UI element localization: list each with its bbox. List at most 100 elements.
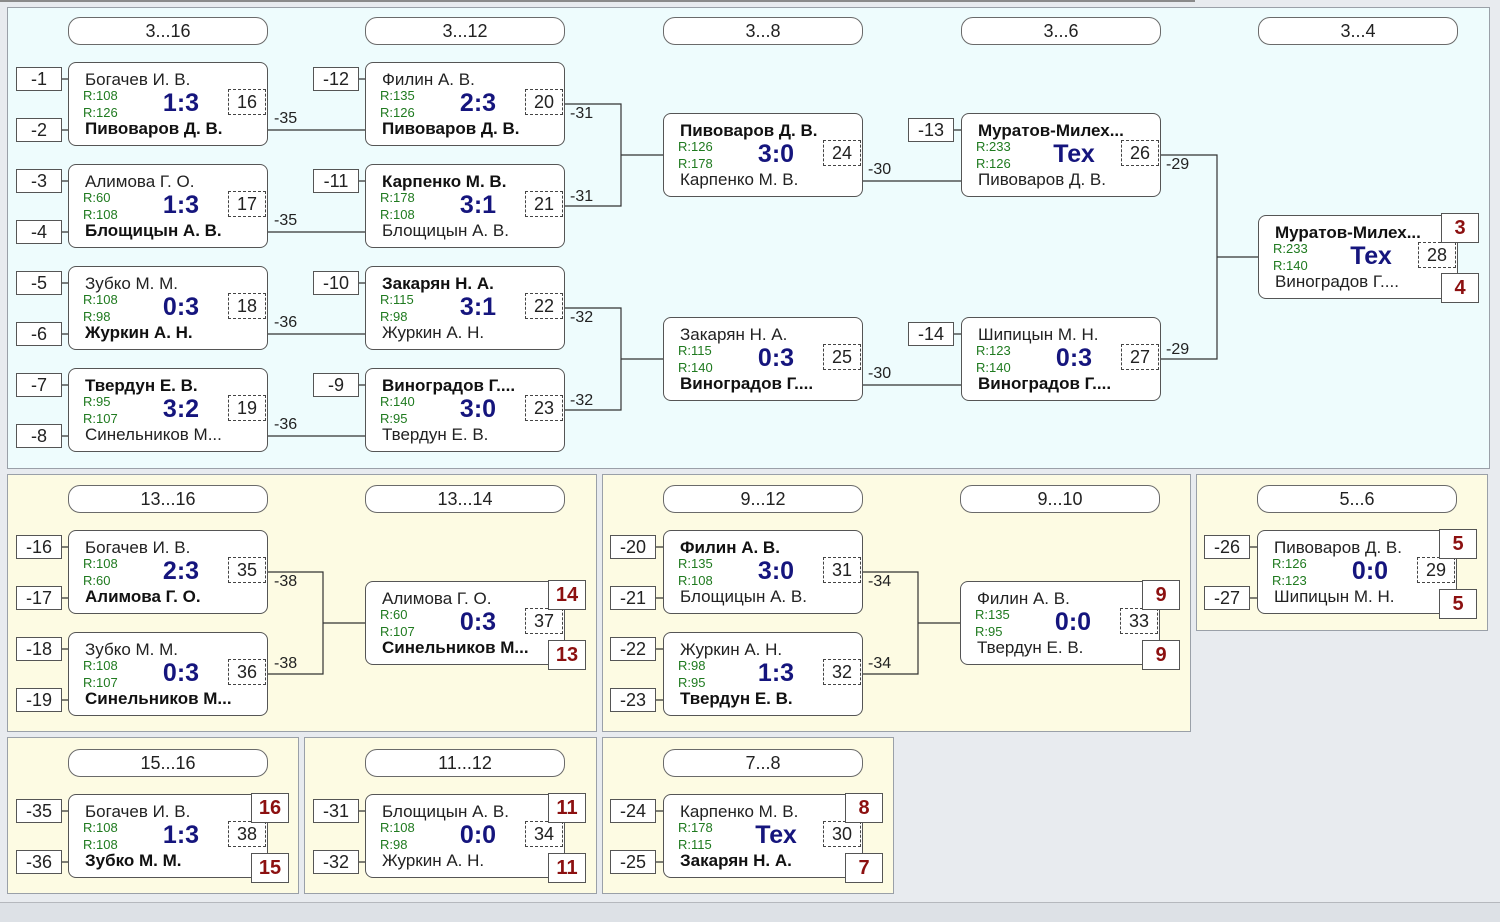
match-card[interactable]: Пивоваров Д. В. R:126 0:0 29 R:123 Шипиц… — [1257, 530, 1457, 614]
loser-destination-label: -35 — [274, 110, 298, 127]
player-1-rating: R:95 — [83, 394, 111, 409]
match-number[interactable]: 32 — [823, 659, 861, 685]
match-card[interactable]: Филин А. В. R:135 2:3 20 R:126 Пивоваров… — [365, 62, 565, 146]
seed-box[interactable]: -10 — [313, 271, 359, 295]
match-number[interactable]: 31 — [823, 557, 861, 583]
match-card[interactable]: Шипицын М. Н. R:123 0:3 27 R:140 Виногра… — [961, 317, 1161, 401]
seed-box[interactable]: -20 — [610, 535, 656, 559]
round-header-7-8: 7...8 — [663, 749, 863, 777]
seed-box[interactable]: -9 — [313, 373, 359, 397]
match-card[interactable]: Журкин А. Н. R:98 1:3 32 R:95 Твердун Е.… — [663, 632, 863, 716]
seed-box[interactable]: -11 — [313, 169, 359, 193]
seed-box[interactable]: -5 — [16, 271, 62, 295]
player-2-rating: R:108 — [380, 207, 415, 222]
match-card[interactable]: Карпенко М. В. R:178 Тех 30 R:115 Закаря… — [663, 794, 863, 878]
match-number[interactable]: 20 — [525, 89, 563, 115]
match-number[interactable]: 26 — [1121, 140, 1159, 166]
match-number[interactable]: 38 — [228, 821, 266, 847]
match-card[interactable]: Виноградов Г.... R:140 3:0 23 R:95 Тверд… — [365, 368, 565, 452]
loser-destination-label: -36 — [274, 416, 298, 433]
seed-box[interactable]: -35 — [16, 799, 62, 823]
match-number[interactable]: 37 — [525, 608, 563, 634]
player-2-rating: R:115 — [678, 837, 712, 852]
match-number[interactable]: 29 — [1417, 557, 1455, 583]
match-card[interactable]: Богачев И. В. R:108 1:3 38 R:108 Зубко М… — [68, 794, 268, 878]
seed-box[interactable]: -36 — [16, 850, 62, 874]
match-number[interactable]: 16 — [228, 89, 266, 115]
match-card[interactable]: Твердун Е. В. R:95 3:2 19 R:107 Синельни… — [68, 368, 268, 452]
match-number[interactable]: 21 — [525, 191, 563, 217]
seed-box[interactable]: -27 — [1204, 586, 1250, 610]
match-card[interactable]: Филин А. В. R:135 3:0 31 R:108 Блощицын … — [663, 530, 863, 614]
match-number[interactable]: 19 — [228, 395, 266, 421]
round-header-3-12: 3...12 — [365, 17, 565, 45]
round-header-15-16: 15...16 — [68, 749, 268, 777]
match-number[interactable]: 34 — [525, 821, 563, 847]
match-card[interactable]: Зубко М. М. R:108 0:3 18 R:98 Журкин А. … — [68, 266, 268, 350]
player-2-name: Журкин А. Н. — [382, 323, 485, 342]
match-card[interactable]: Зубко М. М. R:108 0:3 36 R:107 Синельник… — [68, 632, 268, 716]
seed-box[interactable]: -21 — [610, 586, 656, 610]
match-card[interactable]: Филин А. В. R:135 0:0 33 R:95 Твердун Е.… — [960, 581, 1160, 665]
match-score: 0:3 — [1055, 344, 1093, 372]
seed-box[interactable]: -12 — [313, 67, 359, 91]
seed-box[interactable]: -24 — [610, 799, 656, 823]
match-card[interactable]: Муратов-Милех... R:233 Тех 28 R:140 Вино… — [1258, 215, 1458, 299]
match-number[interactable]: 17 — [228, 191, 266, 217]
match-number[interactable]: 30 — [823, 821, 861, 847]
seed-box[interactable]: -13 — [908, 118, 954, 142]
seed-box[interactable]: -23 — [610, 688, 656, 712]
seed-box[interactable]: -8 — [16, 424, 62, 448]
match-score: 3:1 — [459, 293, 497, 321]
match-number[interactable]: 27 — [1121, 344, 1159, 370]
player-2-name: Блощицын А. В. — [680, 587, 807, 606]
match-number[interactable]: 22 — [525, 293, 563, 319]
match-number[interactable]: 28 — [1418, 242, 1456, 268]
match-number[interactable]: 35 — [228, 557, 266, 583]
seed-box[interactable]: -19 — [16, 688, 62, 712]
seed-box[interactable]: -25 — [610, 850, 656, 874]
seed-box[interactable]: -14 — [908, 322, 954, 346]
match-card[interactable]: Блощицын А. В. R:108 0:0 34 R:98 Журкин … — [365, 794, 565, 878]
player-2-name: Виноградов Г.... — [680, 374, 814, 393]
seed-box[interactable]: -6 — [16, 322, 62, 346]
player-2-rating: R:140 — [678, 360, 713, 375]
match-number[interactable]: 18 — [228, 293, 266, 319]
seed-box[interactable]: -1 — [16, 67, 62, 91]
final-place-badge: 13 — [548, 640, 586, 670]
match-card[interactable]: Богачев И. В. R:108 1:3 16 R:126 Пивовар… — [68, 62, 268, 146]
match-card[interactable]: Алимова Г. О. R:60 0:3 37 R:107 Синельни… — [365, 581, 565, 665]
match-number[interactable]: 24 — [823, 140, 861, 166]
player-2-rating: R:95 — [678, 675, 706, 690]
match-number[interactable]: 23 — [525, 395, 563, 421]
player-1-rating: R:108 — [380, 820, 415, 835]
seed-box[interactable]: -32 — [313, 850, 359, 874]
match-number[interactable]: 33 — [1120, 608, 1158, 634]
final-place-badge: 5 — [1439, 589, 1477, 619]
player-2-rating: R:108 — [83, 837, 118, 852]
player-1-name: Алимова Г. О. — [85, 172, 195, 191]
match-card[interactable]: Богачев И. В. R:108 2:3 35 R:60 Алимова … — [68, 530, 268, 614]
seed-box[interactable]: -22 — [610, 637, 656, 661]
seed-box[interactable]: -4 — [16, 220, 62, 244]
seed-box[interactable]: -31 — [313, 799, 359, 823]
final-place-badge: 4 — [1441, 273, 1479, 303]
player-2-rating: R:108 — [678, 573, 713, 588]
match-card[interactable]: Закарян Н. А. R:115 0:3 25 R:140 Виногра… — [663, 317, 863, 401]
match-card[interactable]: Карпенко М. В. R:178 3:1 21 R:108 Блощиц… — [365, 164, 565, 248]
seed-box[interactable]: -26 — [1204, 535, 1250, 559]
seed-box[interactable]: -3 — [16, 169, 62, 193]
seed-box[interactable]: -18 — [16, 637, 62, 661]
round-header-13-14: 13...14 — [365, 485, 565, 513]
match-number[interactable]: 25 — [823, 344, 861, 370]
match-number[interactable]: 36 — [228, 659, 266, 685]
match-card[interactable]: Муратов-Милех... R:233 Тех 26 R:126 Пиво… — [961, 113, 1161, 197]
match-card[interactable]: Алимова Г. О. R:60 1:3 17 R:108 Блощицын… — [68, 164, 268, 248]
match-card[interactable]: Закарян Н. А. R:115 3:1 22 R:98 Журкин А… — [365, 266, 565, 350]
seed-box[interactable]: -16 — [16, 535, 62, 559]
seed-box[interactable]: -2 — [16, 118, 62, 142]
seed-box[interactable]: -7 — [16, 373, 62, 397]
player-1-rating: R:108 — [83, 292, 118, 307]
match-card[interactable]: Пивоваров Д. В. R:126 3:0 24 R:178 Карпе… — [663, 113, 863, 197]
seed-box[interactable]: -17 — [16, 586, 62, 610]
